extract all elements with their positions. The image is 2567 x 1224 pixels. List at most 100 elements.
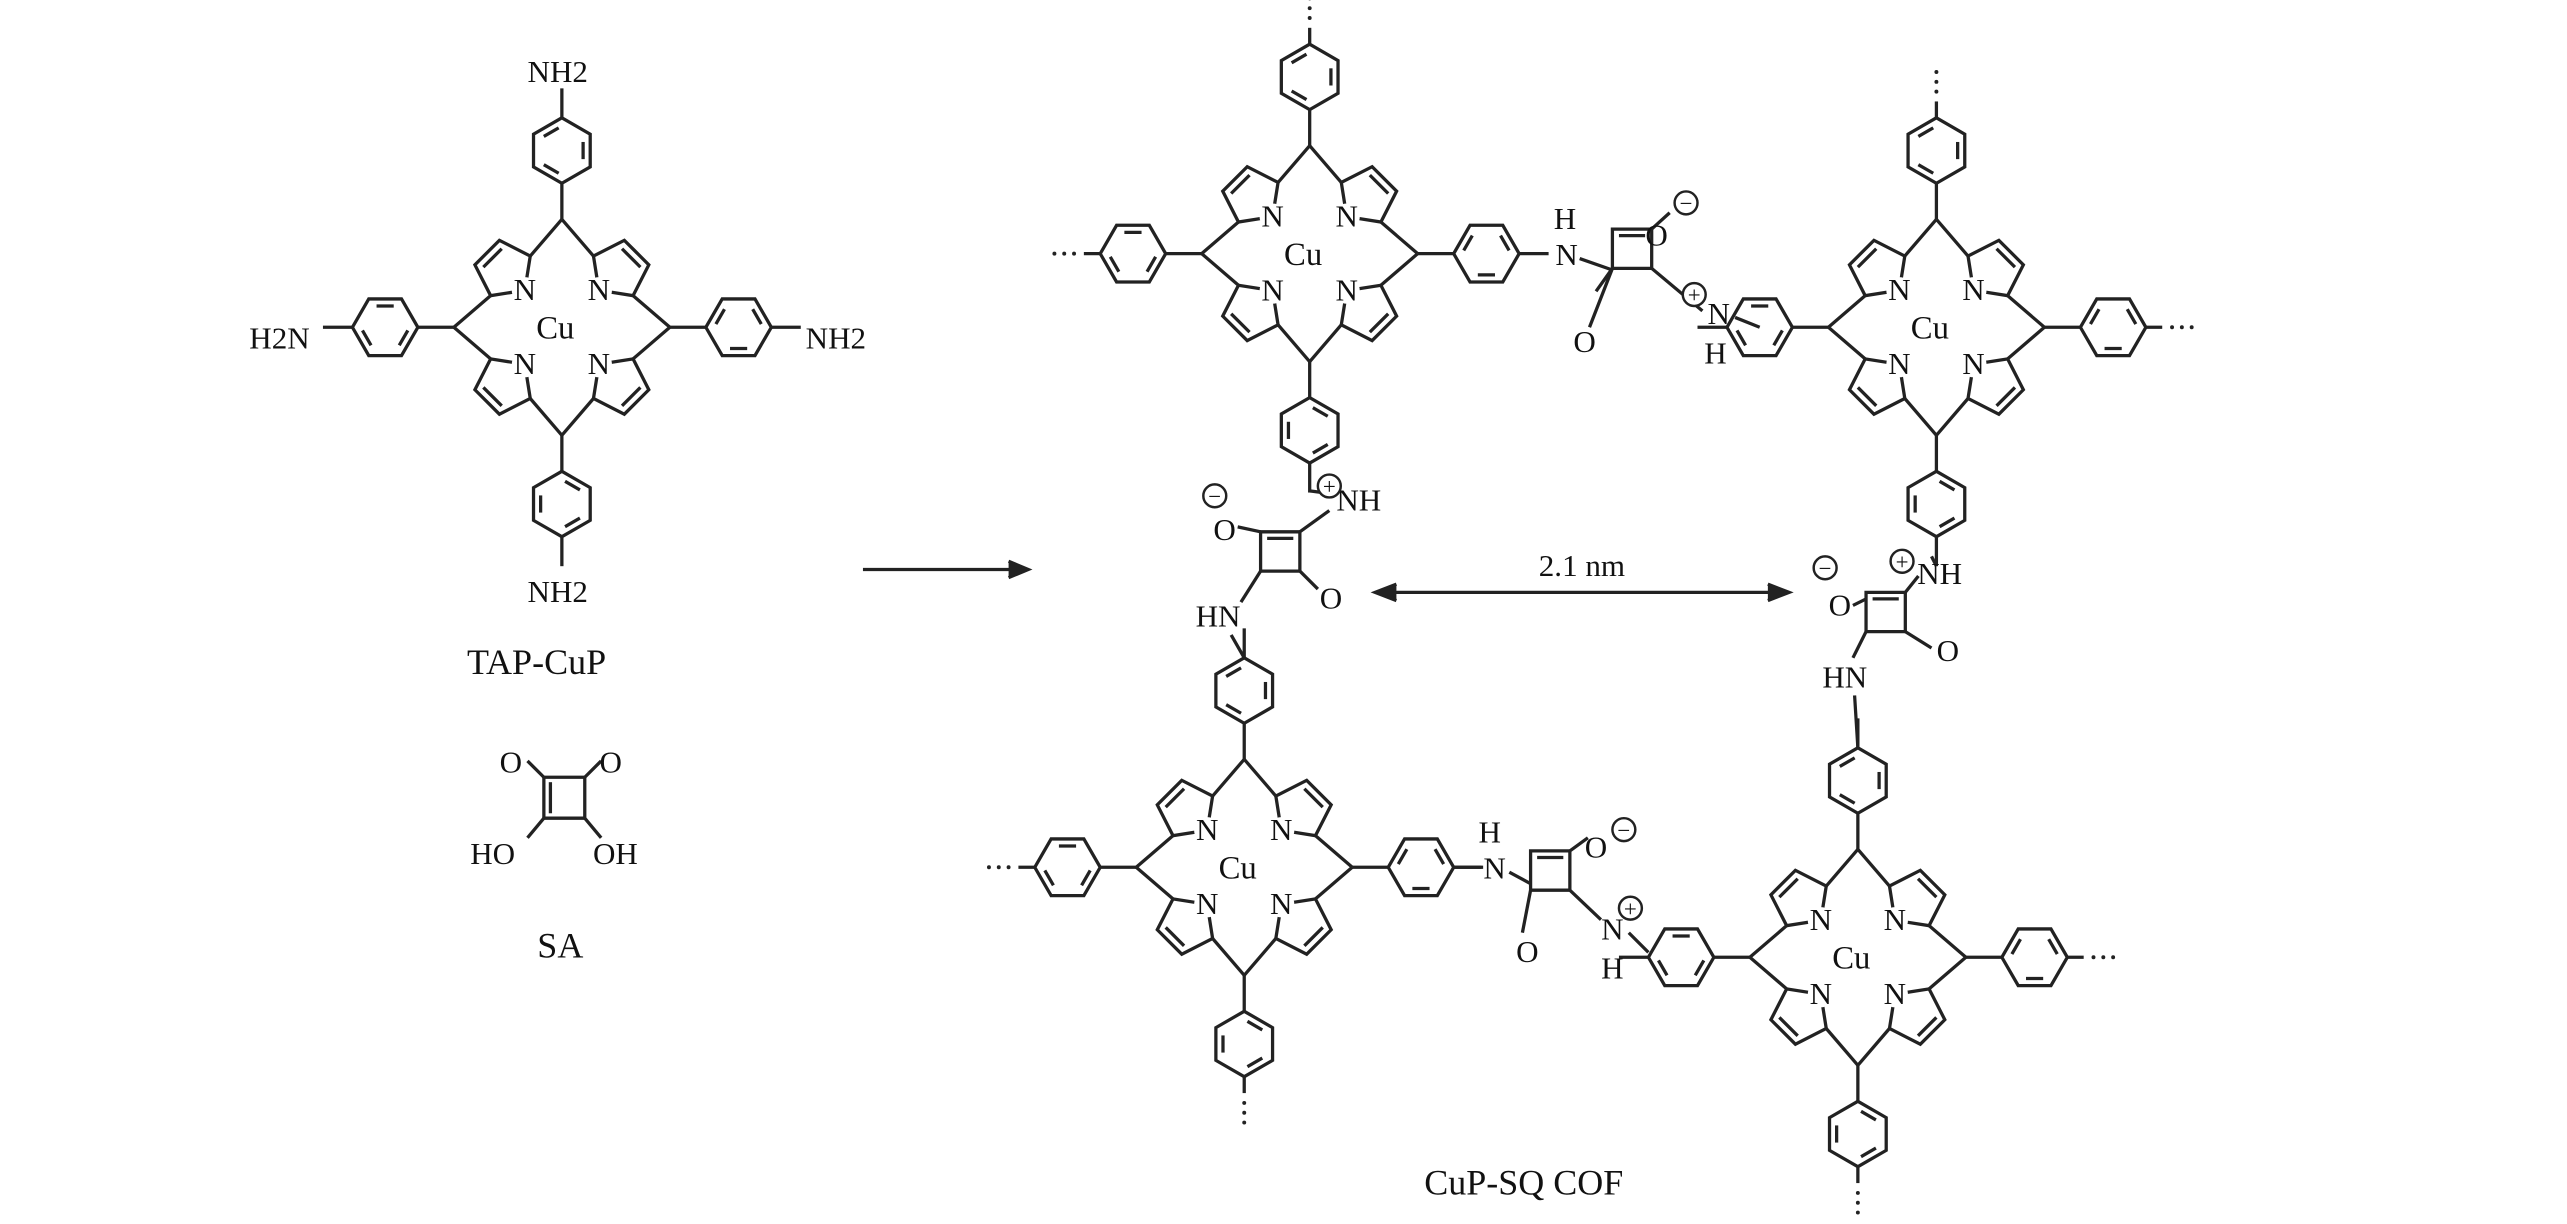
nitrogen-label: N <box>1335 198 1357 233</box>
squaraine-linker-right: NH+O−OHN <box>1812 548 1962 748</box>
phenyl-ring <box>2078 297 2148 358</box>
continuation-dot <box>1934 89 1939 94</box>
copper-label: Cu <box>1911 311 1949 347</box>
nitrogen-label: N <box>1810 902 1832 937</box>
squaraine-linker-bottom: HNO−ON+H <box>1453 815 1650 986</box>
phenyl-ring <box>1098 223 1168 284</box>
continuation-dot <box>1242 1100 1247 1105</box>
pyrrole-ring: N <box>452 218 564 329</box>
phenyl-ring <box>1827 1099 1888 1169</box>
nitrogen-label: N <box>514 272 536 307</box>
oxygen-label: O <box>1937 633 1959 668</box>
pore-distance-label: 2.1 nm <box>1539 548 1625 583</box>
phenyl-ring <box>1451 223 1522 284</box>
amine-bottom-label: NH2 <box>527 574 587 609</box>
pyrrole-ring: N <box>1748 956 1860 1067</box>
pyrrole-ring: N <box>1748 848 1860 959</box>
continuation-dot <box>2170 325 2175 330</box>
nh-nitrogen-label: N <box>1555 237 1577 272</box>
continuation-dot <box>1307 6 1312 11</box>
phenyl-ring <box>1386 837 1456 898</box>
nitrogen-label: N <box>1261 272 1283 307</box>
continuation-dot <box>986 865 991 870</box>
sa-ho-label: HO <box>470 836 515 871</box>
continuation-dot <box>1934 70 1939 74</box>
pyrrole-ring: N <box>1135 758 1246 869</box>
continuation-dot <box>996 865 1001 870</box>
positive-charge-icon: + <box>1617 895 1644 921</box>
continuation-dot <box>1242 1120 1247 1125</box>
tap-cup-caption: TAP-CuP <box>467 642 606 682</box>
hydrogen-label: H <box>1704 335 1726 370</box>
pyrrole-ring: N <box>1242 866 1354 977</box>
nitrogen-label: N <box>588 346 610 381</box>
phenyl-ring <box>531 115 592 186</box>
nitrogen-label: N <box>1196 886 1218 921</box>
sa-oxygen-right: O <box>599 744 621 779</box>
pyrrole-ring: N <box>1856 956 1967 1067</box>
continuation-dot <box>1072 251 1077 256</box>
charge-sign: − <box>1819 556 1832 581</box>
copper-label: Cu <box>1832 941 1870 977</box>
pyrrole-ring: N <box>1308 144 1419 255</box>
amine-right-label: NH2 <box>806 321 866 356</box>
oxygen-label: O <box>1320 581 1342 616</box>
amine-top-label: NH2 <box>527 54 587 89</box>
nitrogen-label: N <box>514 346 536 381</box>
positive-charge-icon: + <box>1889 548 1915 574</box>
pyrrole-ring: N <box>1200 252 1311 363</box>
pyrrole-ring: N <box>1827 326 1938 437</box>
squaraine-linker-left: NH+O−OHN <box>1196 473 1381 659</box>
continuation-dot <box>2189 325 2194 330</box>
continuation-dot <box>2179 325 2184 330</box>
hydrogen-label: H <box>1601 951 1623 986</box>
oxygen-label: O <box>1573 324 1595 359</box>
charge-sign: + <box>1624 896 1637 921</box>
negative-charge-icon: − <box>1611 816 1637 843</box>
nitrogen-label: N <box>1810 976 1832 1011</box>
hydrogen-label: H <box>1554 201 1576 236</box>
nitrogen-label: N <box>1335 272 1357 307</box>
continuation-dot <box>1855 1190 1860 1195</box>
hn-label: HN <box>1196 599 1241 634</box>
phenyl-ring <box>1214 1009 1275 1079</box>
charge-sign: − <box>1680 191 1693 216</box>
nitrogen-label: N <box>1888 272 1910 307</box>
negative-charge-icon: − <box>1812 555 1838 581</box>
copper-label: Cu <box>1284 237 1322 273</box>
phenyl-ring <box>1279 42 1340 112</box>
nitrogen-label: N <box>1270 886 1292 921</box>
oxygen-label: O <box>1213 512 1235 547</box>
pyrrole-ring: N <box>1135 866 1246 977</box>
positive-charge-icon: + <box>1316 473 1342 499</box>
nh-nitrogen-label: N <box>1483 851 1505 886</box>
nitrogen-label: N <box>1962 272 1984 307</box>
continuation-dot <box>1242 1110 1247 1115</box>
continuation-dot <box>2091 955 2096 960</box>
pyrrole-ring: N <box>1308 252 1419 363</box>
nitrogen-label: N <box>1196 812 1218 847</box>
nitrogen-label: N <box>588 272 610 307</box>
phenyl-ring <box>531 469 592 539</box>
squaraine-linker-top: HNO−ON+H <box>1554 190 1761 370</box>
nitrogen-label: N <box>1261 198 1283 233</box>
charge-sign: + <box>1323 474 1336 499</box>
nitrogen-label: N <box>1962 346 1984 381</box>
pyrrole-ring: N <box>560 326 671 437</box>
phenyl-ring <box>1827 745 1888 816</box>
phenyl-ring <box>350 297 420 358</box>
cof-caption: CuP-SQ COF <box>1424 1163 1623 1203</box>
continuation-dot <box>1052 251 1057 256</box>
sa-caption: SA <box>537 925 583 965</box>
charge-sign: + <box>1688 283 1701 308</box>
phenyl-ring <box>1032 837 1103 898</box>
nitrogen-label: N <box>1601 911 1623 946</box>
charge-sign: + <box>1896 549 1909 574</box>
pyrrole-ring: N <box>1935 218 2046 329</box>
phenyl-ring <box>1906 115 1967 186</box>
